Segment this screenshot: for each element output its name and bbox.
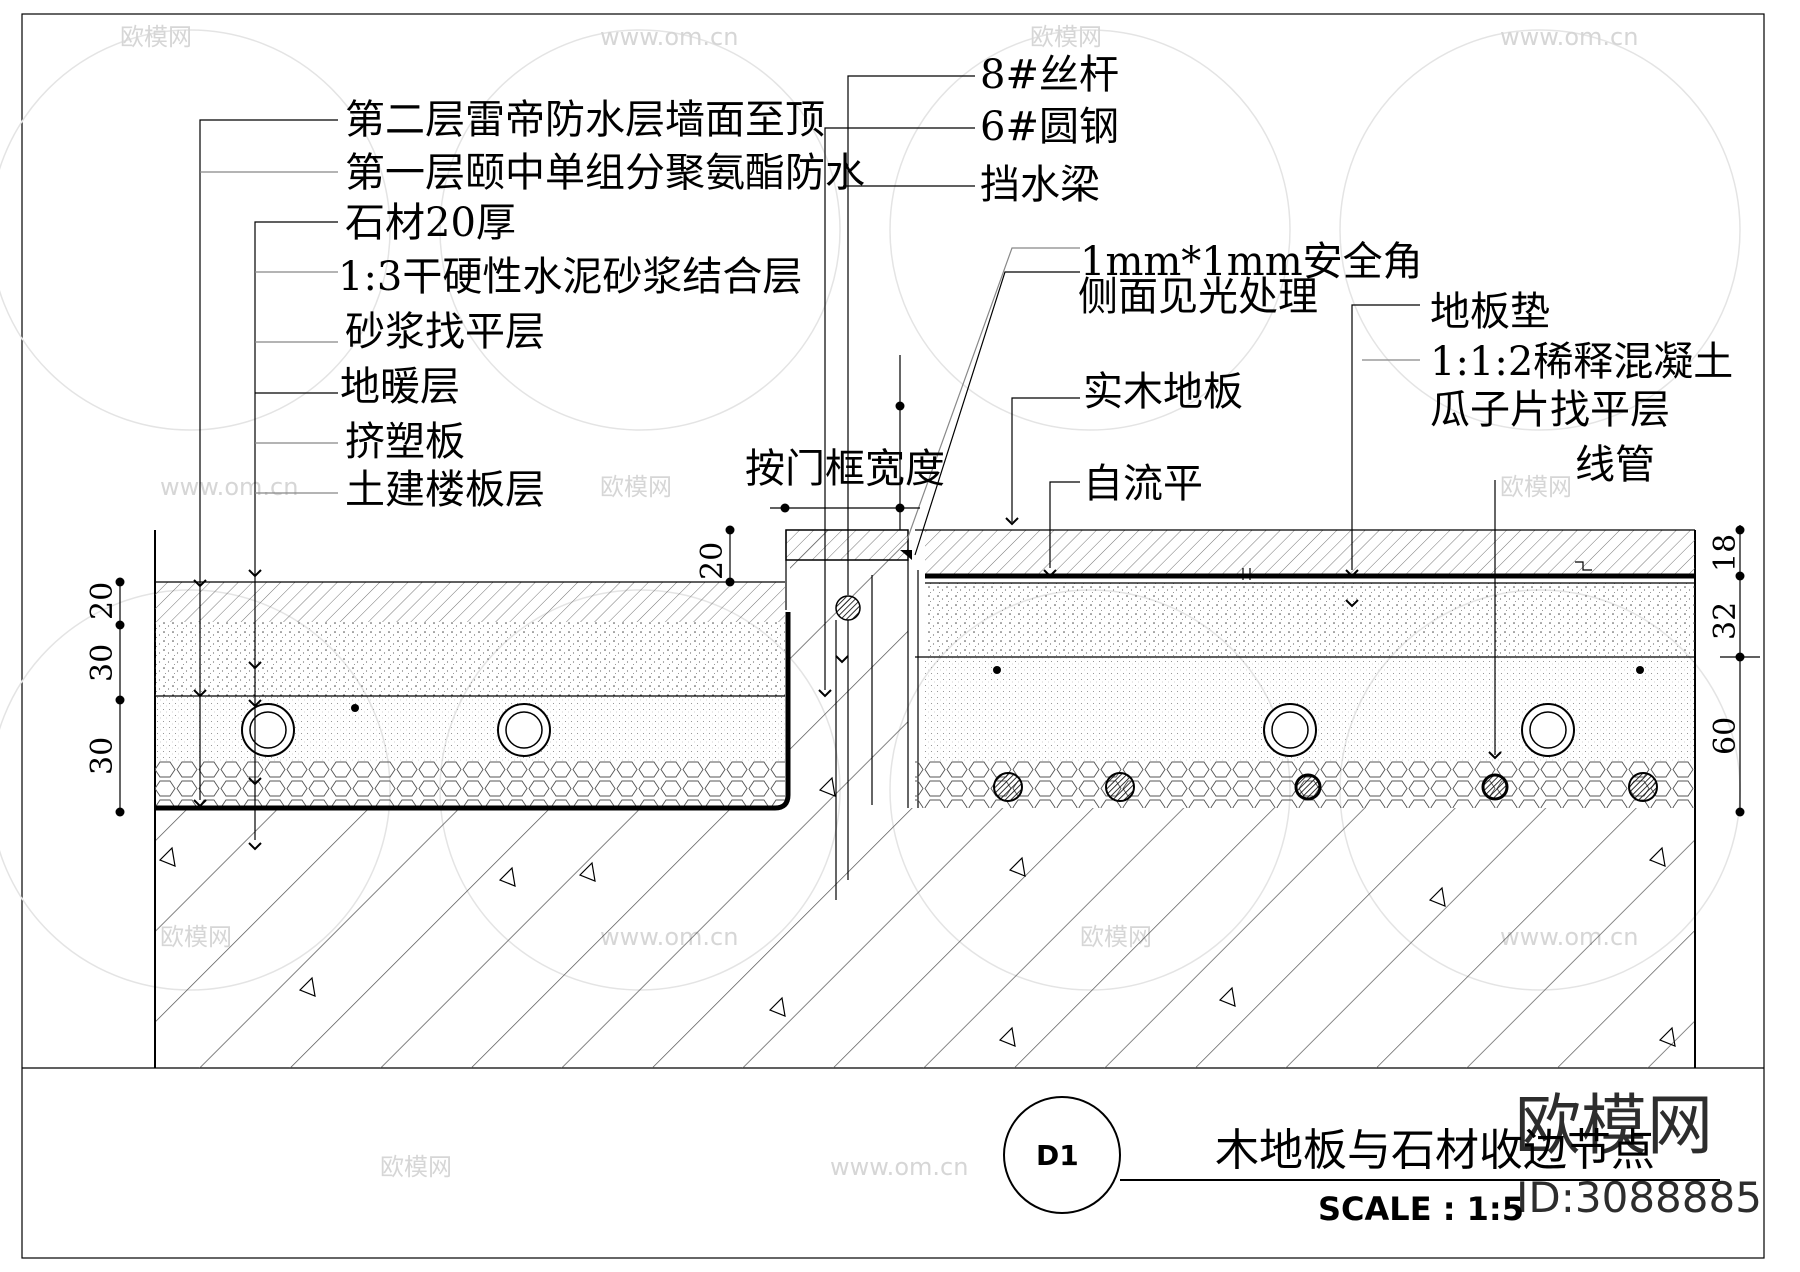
svg-text:www.om.cn: www.om.cn [160, 473, 298, 501]
svg-text:欧模网: 欧模网 [1500, 473, 1572, 501]
label-xps-board: 挤塑板 [345, 419, 465, 465]
svg-text:www.om.cn: www.om.cn [830, 1153, 968, 1181]
label-water-stop-beam: 挡水梁 [980, 162, 1100, 208]
dim-left-mortar: 30 [85, 644, 120, 682]
label-second-waterproof: 第二层雷帝防水层墙面至顶 [345, 97, 825, 143]
label-door-frame-width: 按门框宽度 [745, 446, 945, 492]
leader-lines [193, 75, 1502, 851]
labels-center: 8#丝杆 6#圆钢 挡水梁 [980, 52, 1119, 208]
label-solid-wood-floor: 实木地板 [1083, 369, 1243, 415]
label-structural-slab: 土建楼板层 [345, 467, 545, 513]
label-stone-thickness: 石材20厚 [345, 200, 516, 246]
label-mortar-level: 砂浆找平层 [345, 309, 545, 355]
svg-text:欧模网: 欧模网 [380, 1153, 452, 1181]
svg-text:欧模网: 欧模网 [600, 473, 672, 501]
labels-right: 地板垫 1:1:2稀释混凝土 瓜子片找平层 线管 [1430, 289, 1733, 488]
dim-left-heating: 30 [85, 737, 120, 775]
detail-tag-circle [1003, 1096, 1121, 1214]
stone-floor-build-up [155, 581, 791, 811]
dim-right-leveling: 32 [1708, 602, 1743, 640]
label-floor-pad: 地板垫 [1430, 289, 1550, 335]
label-round-steel: 6#圆钢 [980, 104, 1119, 150]
label-side-finish: 侧面见光处理 [1078, 274, 1318, 320]
drawing-scale: SCALE : 1:5 [1318, 1190, 1524, 1228]
dim-left-stone: 20 [85, 582, 120, 620]
svg-text:欧模网: 欧模网 [1030, 23, 1102, 51]
dimension-lines [115, 355, 1760, 817]
dim-right-wood: 18 [1708, 534, 1743, 572]
label-mortar-bond: 1:3干硬性水泥砂浆结合层 [338, 254, 802, 300]
dimension-text: 20 30 30 20 18 32 60 [85, 534, 1743, 775]
watermark-brand: 欧模网 [1515, 1087, 1713, 1164]
labels-mid: 1mm*1mm安全角 侧面见光处理 实木地板 自流平 按门框宽度 [745, 239, 1423, 507]
svg-text:www.om.cn: www.om.cn [1500, 23, 1638, 51]
wood-floor-build-up [915, 529, 1695, 808]
drawing-title: 木地板与石材收边节点 [1215, 1125, 1655, 1176]
label-diluted-concrete: 1:1:2稀释混凝土 [1430, 339, 1733, 385]
svg-text:www.om.cn: www.om.cn [600, 23, 738, 51]
label-self-leveling: 自流平 [1083, 461, 1203, 507]
concrete-slab [154, 530, 1696, 1068]
sheet-border [21, 13, 1765, 1259]
label-safety-corner: 1mm*1mm安全角 [1080, 239, 1423, 285]
dim-right-base: 60 [1708, 717, 1743, 755]
label-floor-heating: 地暖层 [340, 364, 460, 410]
label-conduit: 线管 [1575, 442, 1655, 488]
label-first-waterproof: 第一层颐中单组分聚氨酯防水 [345, 150, 865, 196]
dim-door-step: 20 [695, 542, 730, 580]
brand-watermark: 欧模网 ID:3088885 [1515, 1087, 1762, 1222]
label-gravel-leveling: 瓜子片找平层 [1430, 387, 1670, 433]
svg-text:欧模网: 欧模网 [120, 23, 192, 51]
label-threaded-rod: 8#丝杆 [980, 52, 1119, 98]
watermark-id: ID:3088885 [1516, 1173, 1762, 1222]
labels-left: 第二层雷帝防水层墙面至顶 第一层颐中单组分聚氨酯防水 石材20厚 1:3干硬性水… [338, 97, 865, 513]
detail-tag: D1 [1036, 1139, 1079, 1172]
title-block: D1 木地板与石材收边节点 SCALE : 1:5 [1003, 1096, 1720, 1228]
